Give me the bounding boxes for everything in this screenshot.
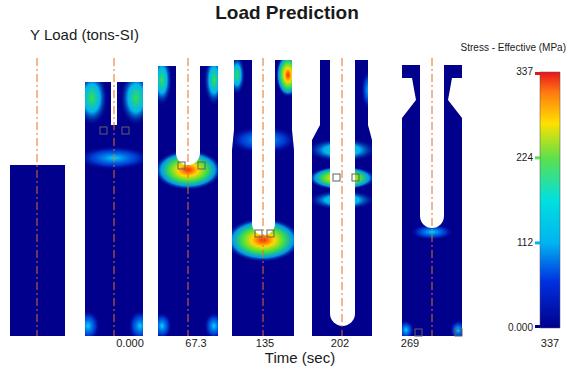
stress-zone: [204, 54, 224, 106]
stress-zone: [361, 70, 377, 110]
billet-figure: [225, 53, 301, 336]
legend-value: 0.000: [508, 322, 533, 333]
contact-marker: [455, 329, 462, 336]
billet-figure: [76, 58, 152, 342]
axis-tick: 67.3: [183, 337, 208, 349]
legend-swatch: [535, 325, 540, 328]
legend-swatch: [535, 156, 540, 159]
contact-marker: [122, 127, 129, 134]
billet-figure: [10, 58, 65, 336]
stress-zone: [229, 55, 245, 95]
contact-marker: [267, 230, 274, 237]
axis-tick: 0.000: [114, 337, 146, 349]
center-line: [263, 58, 264, 336]
legend-swatch: [535, 72, 540, 75]
billet-figure: [306, 56, 378, 336]
legend-value: 337: [516, 66, 533, 77]
stress-zone: [76, 310, 100, 342]
contact-marker: [198, 162, 205, 169]
legend-value: 224: [516, 152, 533, 163]
axis-title: Time (sec): [263, 350, 337, 367]
legend-swatch: [535, 241, 540, 244]
center-line: [188, 58, 189, 336]
stress-zone: [152, 54, 172, 106]
stress-zone: [120, 70, 152, 126]
chart-title: Load Prediction: [215, 3, 359, 24]
axis-tick: 135: [254, 337, 276, 349]
center-line: [342, 58, 343, 336]
stress-zone: [276, 53, 300, 97]
stress-zone: [76, 70, 108, 126]
billet-figure: [152, 54, 224, 340]
stress-zone: [152, 312, 172, 340]
contact-marker: [415, 329, 422, 336]
contact-marker: [255, 230, 262, 237]
contact-marker: [333, 174, 340, 181]
contact-marker: [352, 174, 359, 181]
center-line: [432, 58, 433, 336]
stress-zone: [204, 312, 224, 340]
legend-value: 112: [517, 237, 533, 248]
legend-title: Stress - Effective (MPa): [461, 42, 566, 53]
axis-tick: 337: [539, 337, 561, 349]
contact-marker: [100, 127, 107, 134]
axis-title: Y Load (tons-SI): [30, 27, 139, 44]
center-line: [114, 58, 115, 336]
color-bar: [540, 72, 560, 328]
axis-tick: 202: [329, 337, 351, 349]
center-line: [37, 58, 38, 336]
stress-zone: [450, 320, 466, 340]
contact-marker: [178, 162, 185, 169]
axis-tick: 269: [399, 337, 421, 349]
billet-figure: [398, 58, 466, 340]
